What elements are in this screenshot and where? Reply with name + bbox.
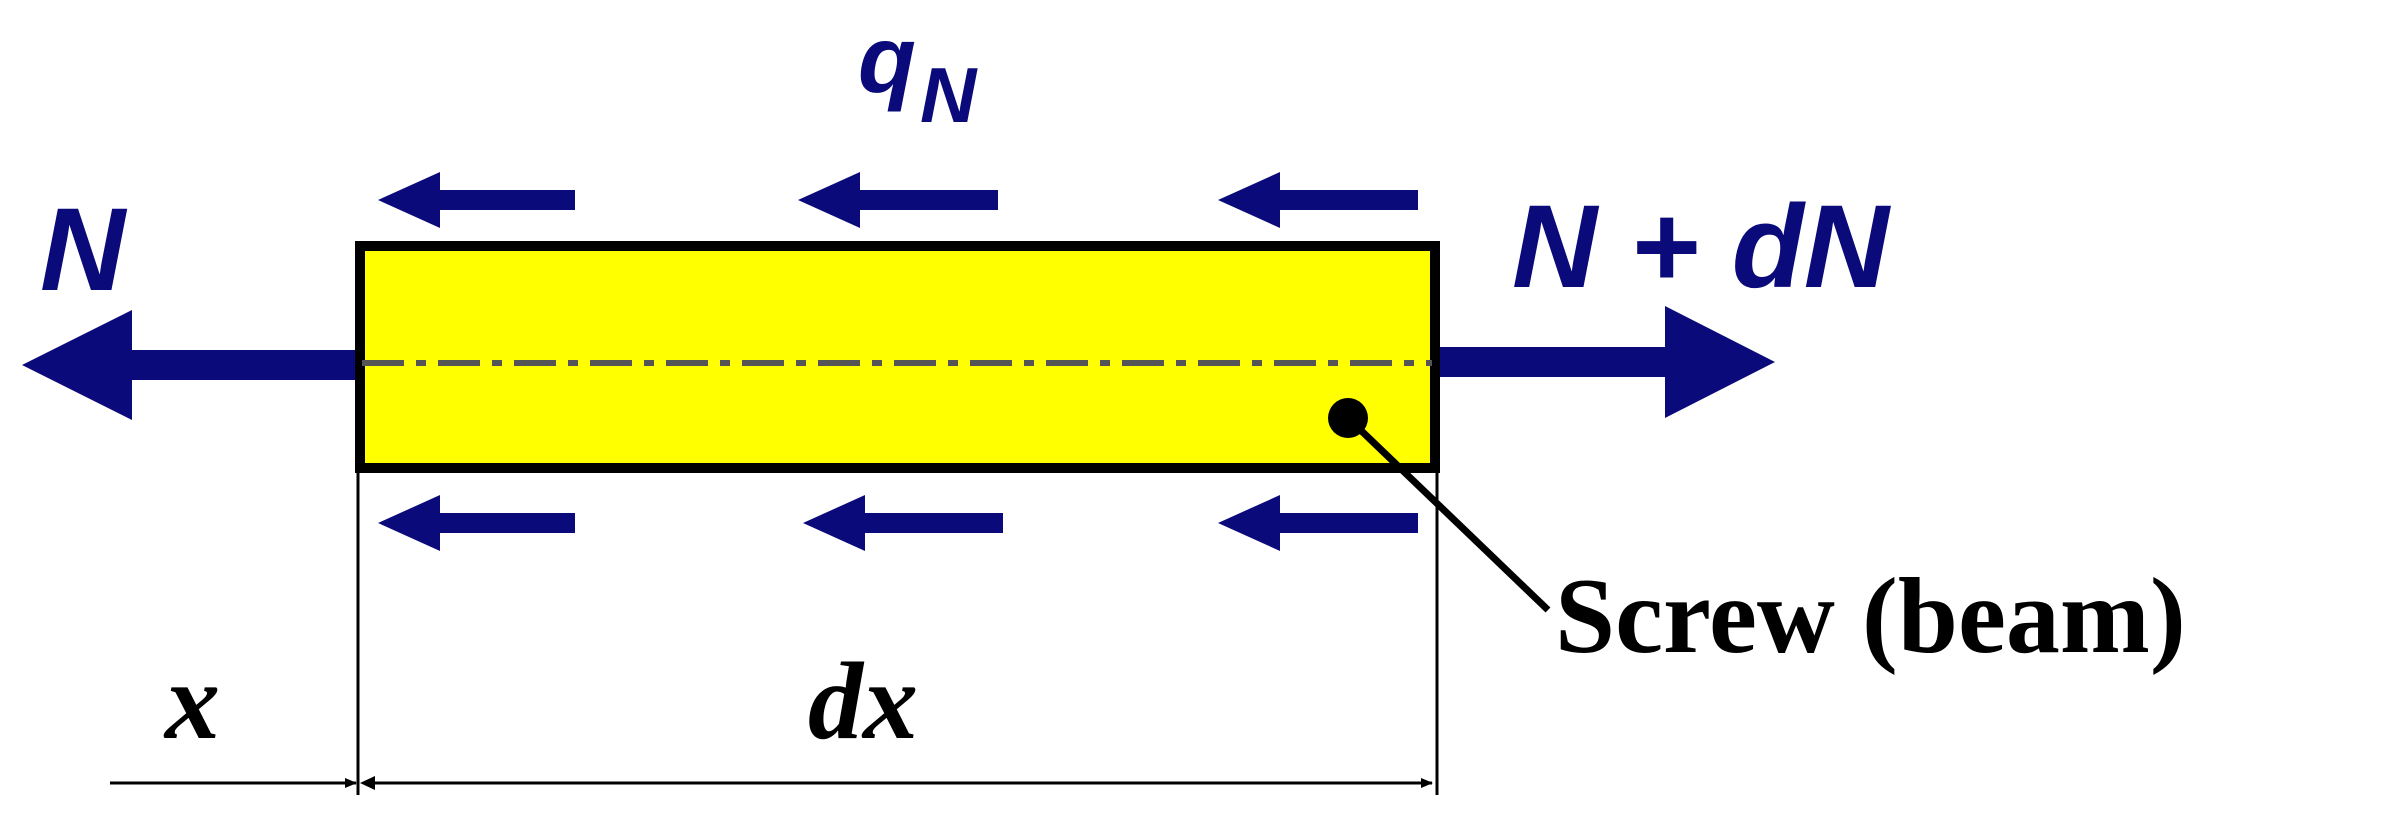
left-axial-force-arrow xyxy=(22,310,362,420)
distributed-load-arrows-top xyxy=(378,172,1418,228)
load-arrow xyxy=(378,495,575,551)
distributed-load-label: qN xyxy=(858,7,978,139)
right-force-label: N + dN xyxy=(1512,181,1892,313)
load-arrow xyxy=(1218,172,1418,228)
right-axial-force-arrow xyxy=(1430,306,1775,418)
load-arrow xyxy=(1218,495,1418,551)
left-force-label: N xyxy=(40,184,128,316)
load-arrow xyxy=(798,172,998,228)
load-arrow xyxy=(378,172,575,228)
position-label: x xyxy=(163,640,220,762)
length-label: dx xyxy=(808,640,918,762)
dimension-dx xyxy=(360,776,1433,790)
screw-callout-label: Screw (beam) xyxy=(1555,557,2186,676)
distributed-load-arrows-bottom xyxy=(378,495,1418,551)
callout-leader xyxy=(1345,415,1551,613)
beam-element xyxy=(355,241,1440,473)
load-arrow xyxy=(803,495,1003,551)
